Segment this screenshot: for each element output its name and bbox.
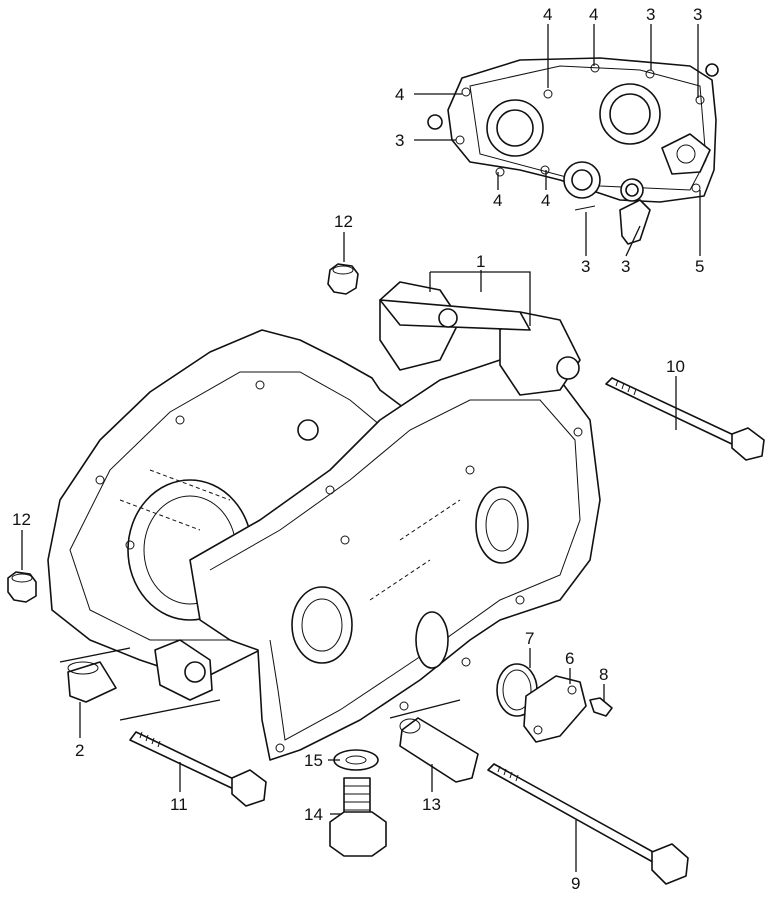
bolt-11: [129, 731, 267, 807]
drain-plug-14: [329, 777, 387, 857]
callout-4d: 4: [493, 191, 502, 210]
callout-3e: 3: [621, 257, 630, 276]
bolt-9: [487, 763, 689, 885]
sleeve-13: [399, 717, 479, 783]
callout-labels: 1 2 3 3 3 3 3 4 4 4 4 4 5 6 7 8 9 10 11 …: [12, 5, 704, 893]
nut-left: [7, 571, 37, 603]
callout-3c: 3: [395, 131, 404, 150]
callout-13: 13: [422, 795, 441, 814]
cap-plate-6: [523, 675, 587, 743]
nut-top: [327, 263, 359, 295]
callout-11: 11: [170, 795, 188, 814]
callout-2: 2: [75, 741, 84, 760]
callout-10: 10: [666, 357, 685, 376]
callout-12b: 12: [12, 510, 31, 529]
inset-bolt-pattern-view: [427, 57, 719, 245]
callout-4b: 4: [589, 5, 598, 24]
callout-3b: 3: [693, 5, 702, 24]
callout-7: 7: [525, 629, 534, 648]
bolt-10: [605, 377, 765, 461]
callout-6: 6: [565, 649, 574, 668]
callout-4c: 4: [395, 85, 404, 104]
callout-4a: 4: [543, 5, 552, 24]
crankcase-assembly: [47, 281, 601, 761]
callout-9: 9: [571, 874, 580, 893]
callout-14: 14: [304, 805, 323, 824]
leader-lines: [21, 24, 701, 872]
callout-4e: 4: [541, 191, 550, 210]
callout-5: 5: [695, 257, 704, 276]
callout-3d: 3: [581, 257, 590, 276]
screw-8: [589, 697, 613, 717]
callout-15: 15: [304, 751, 323, 770]
callout-3a: 3: [646, 5, 655, 24]
callout-8: 8: [599, 665, 608, 684]
callout-12a: 12: [334, 212, 353, 231]
washer-15: [333, 749, 379, 771]
callout-1: 1: [476, 252, 485, 271]
dowel-pin: [67, 661, 117, 703]
